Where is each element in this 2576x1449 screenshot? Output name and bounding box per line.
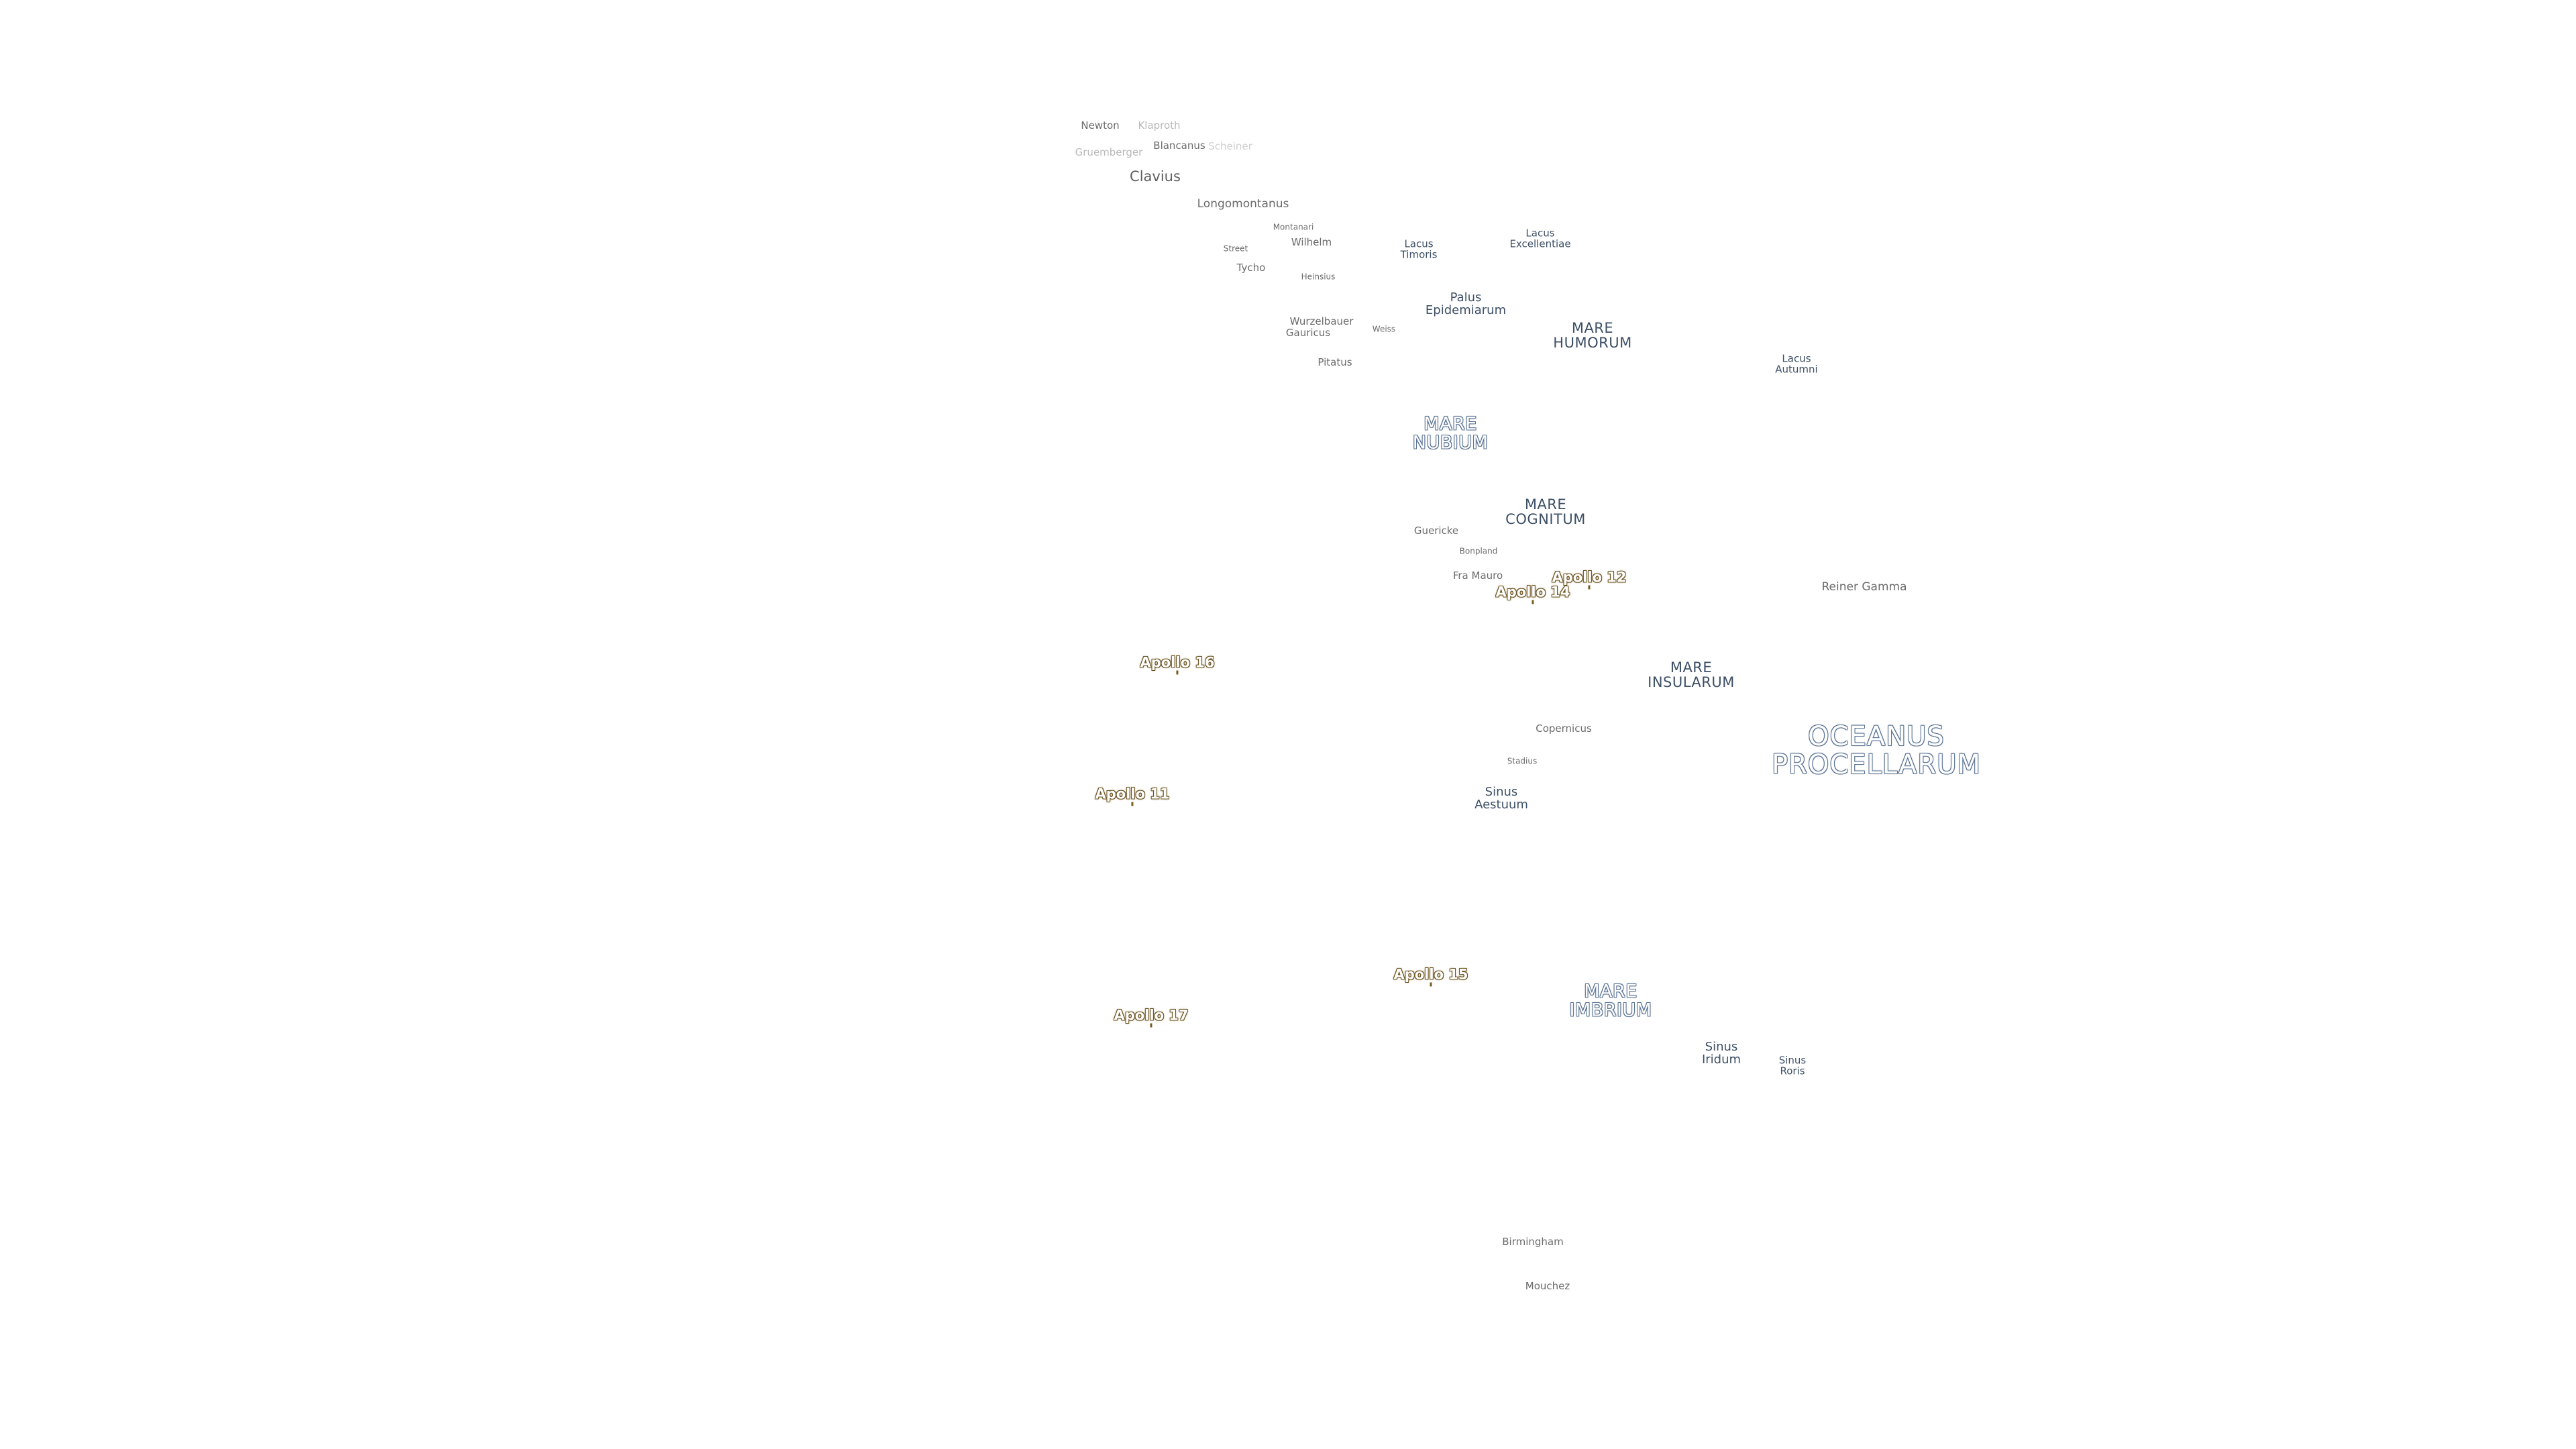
- landing-site-marker-icon: [1532, 600, 1534, 604]
- crater-label-longomontanus: Longomontanus: [1197, 197, 1289, 211]
- crater-label-klaproth: Klaproth: [1138, 119, 1181, 132]
- marsh-label-palus-epidemiarum: Palus Epidemiarum: [1425, 290, 1507, 317]
- crater-label-birmingham: Birmingham: [1502, 1236, 1564, 1248]
- mare-label-humorum: MARE HUMORUM: [1553, 319, 1632, 351]
- landing-site-marker-icon: [1150, 1023, 1152, 1028]
- apollo-12-site[interactable]: Apollo 12: [1552, 570, 1627, 590]
- crater-label-heinsius: Heinsius: [1301, 272, 1336, 282]
- bay-label-sinus-iridum: Sinus Iridum: [1701, 1040, 1741, 1067]
- crater-label-wurzelbauer: Wurzelbauer: [1289, 315, 1354, 328]
- lake-label-lacus-timoris: Lacus Timoris: [1400, 237, 1438, 260]
- mare-label-nubium: MARE NUBIUM: [1412, 413, 1489, 453]
- crater-label-clavius: Clavius: [1130, 168, 1181, 184]
- landing-site-marker-icon: [1176, 670, 1179, 675]
- ocean-label-procellarum: OCEANUS PROCELLARUM: [1771, 721, 1982, 780]
- apollo-17-site[interactable]: Apollo 17: [1114, 1008, 1189, 1028]
- apollo-16-site[interactable]: Apollo 16: [1140, 655, 1215, 675]
- crater-label-stadius: Stadius: [1507, 756, 1538, 766]
- crater-label-fra-mauro: Fra Mauro: [1452, 570, 1503, 582]
- mare-label-insularum: MARE INSULARUM: [1648, 659, 1735, 690]
- crater-label-bonpland: Bonpland: [1459, 546, 1498, 556]
- crater-label-montanari: Montanari: [1273, 222, 1314, 232]
- crater-label-gauricus: Gauricus: [1285, 327, 1331, 339]
- apollo-11-site[interactable]: Apollo 11: [1095, 786, 1170, 806]
- bay-label-sinus-aestuum: Sinus Aestuum: [1474, 785, 1528, 812]
- bay-label-sinus-roris: Sinus Roris: [1778, 1054, 1807, 1077]
- lake-label-lacus-excellentiae: Lacus Excellentiae: [1509, 227, 1571, 250]
- crater-label-weiss: Weiss: [1372, 324, 1396, 334]
- crater-label-newton: Newton: [1081, 119, 1120, 132]
- landing-site-marker-icon: [1131, 802, 1134, 806]
- crater-label-tycho: Tycho: [1236, 262, 1266, 274]
- lake-label-lacus-autumni: Lacus Autumni: [1775, 352, 1818, 375]
- crater-label-blancanus: Blancanus: [1153, 140, 1205, 152]
- crater-label-wilhelm: Wilhelm: [1291, 236, 1332, 249]
- crater-label-pitatus: Pitatus: [1318, 356, 1352, 369]
- landing-site-marker-icon: [1588, 585, 1591, 590]
- mare-label-cognitum: MARE COGNITUM: [1505, 496, 1586, 527]
- crater-label-mouchez: Mouchez: [1525, 1280, 1570, 1293]
- mare-label-imbrium: MARE IMBRIUM: [1569, 981, 1652, 1021]
- landing-site-marker-icon: [1430, 982, 1432, 987]
- crater-label-gruemberger: Gruemberger: [1075, 146, 1143, 159]
- crater-label-street: Street: [1223, 244, 1248, 254]
- crater-label-scheiner: Scheiner: [1208, 140, 1252, 153]
- crater-label-guericke: Guericke: [1413, 525, 1459, 537]
- crater-label-copernicus: Copernicus: [1536, 722, 1592, 735]
- feature-label-reiner-gamma: Reiner Gamma: [1821, 580, 1907, 594]
- apollo-15-site[interactable]: Apollo 15: [1393, 967, 1468, 987]
- apollo-14-site[interactable]: Apollo 14: [1495, 584, 1570, 604]
